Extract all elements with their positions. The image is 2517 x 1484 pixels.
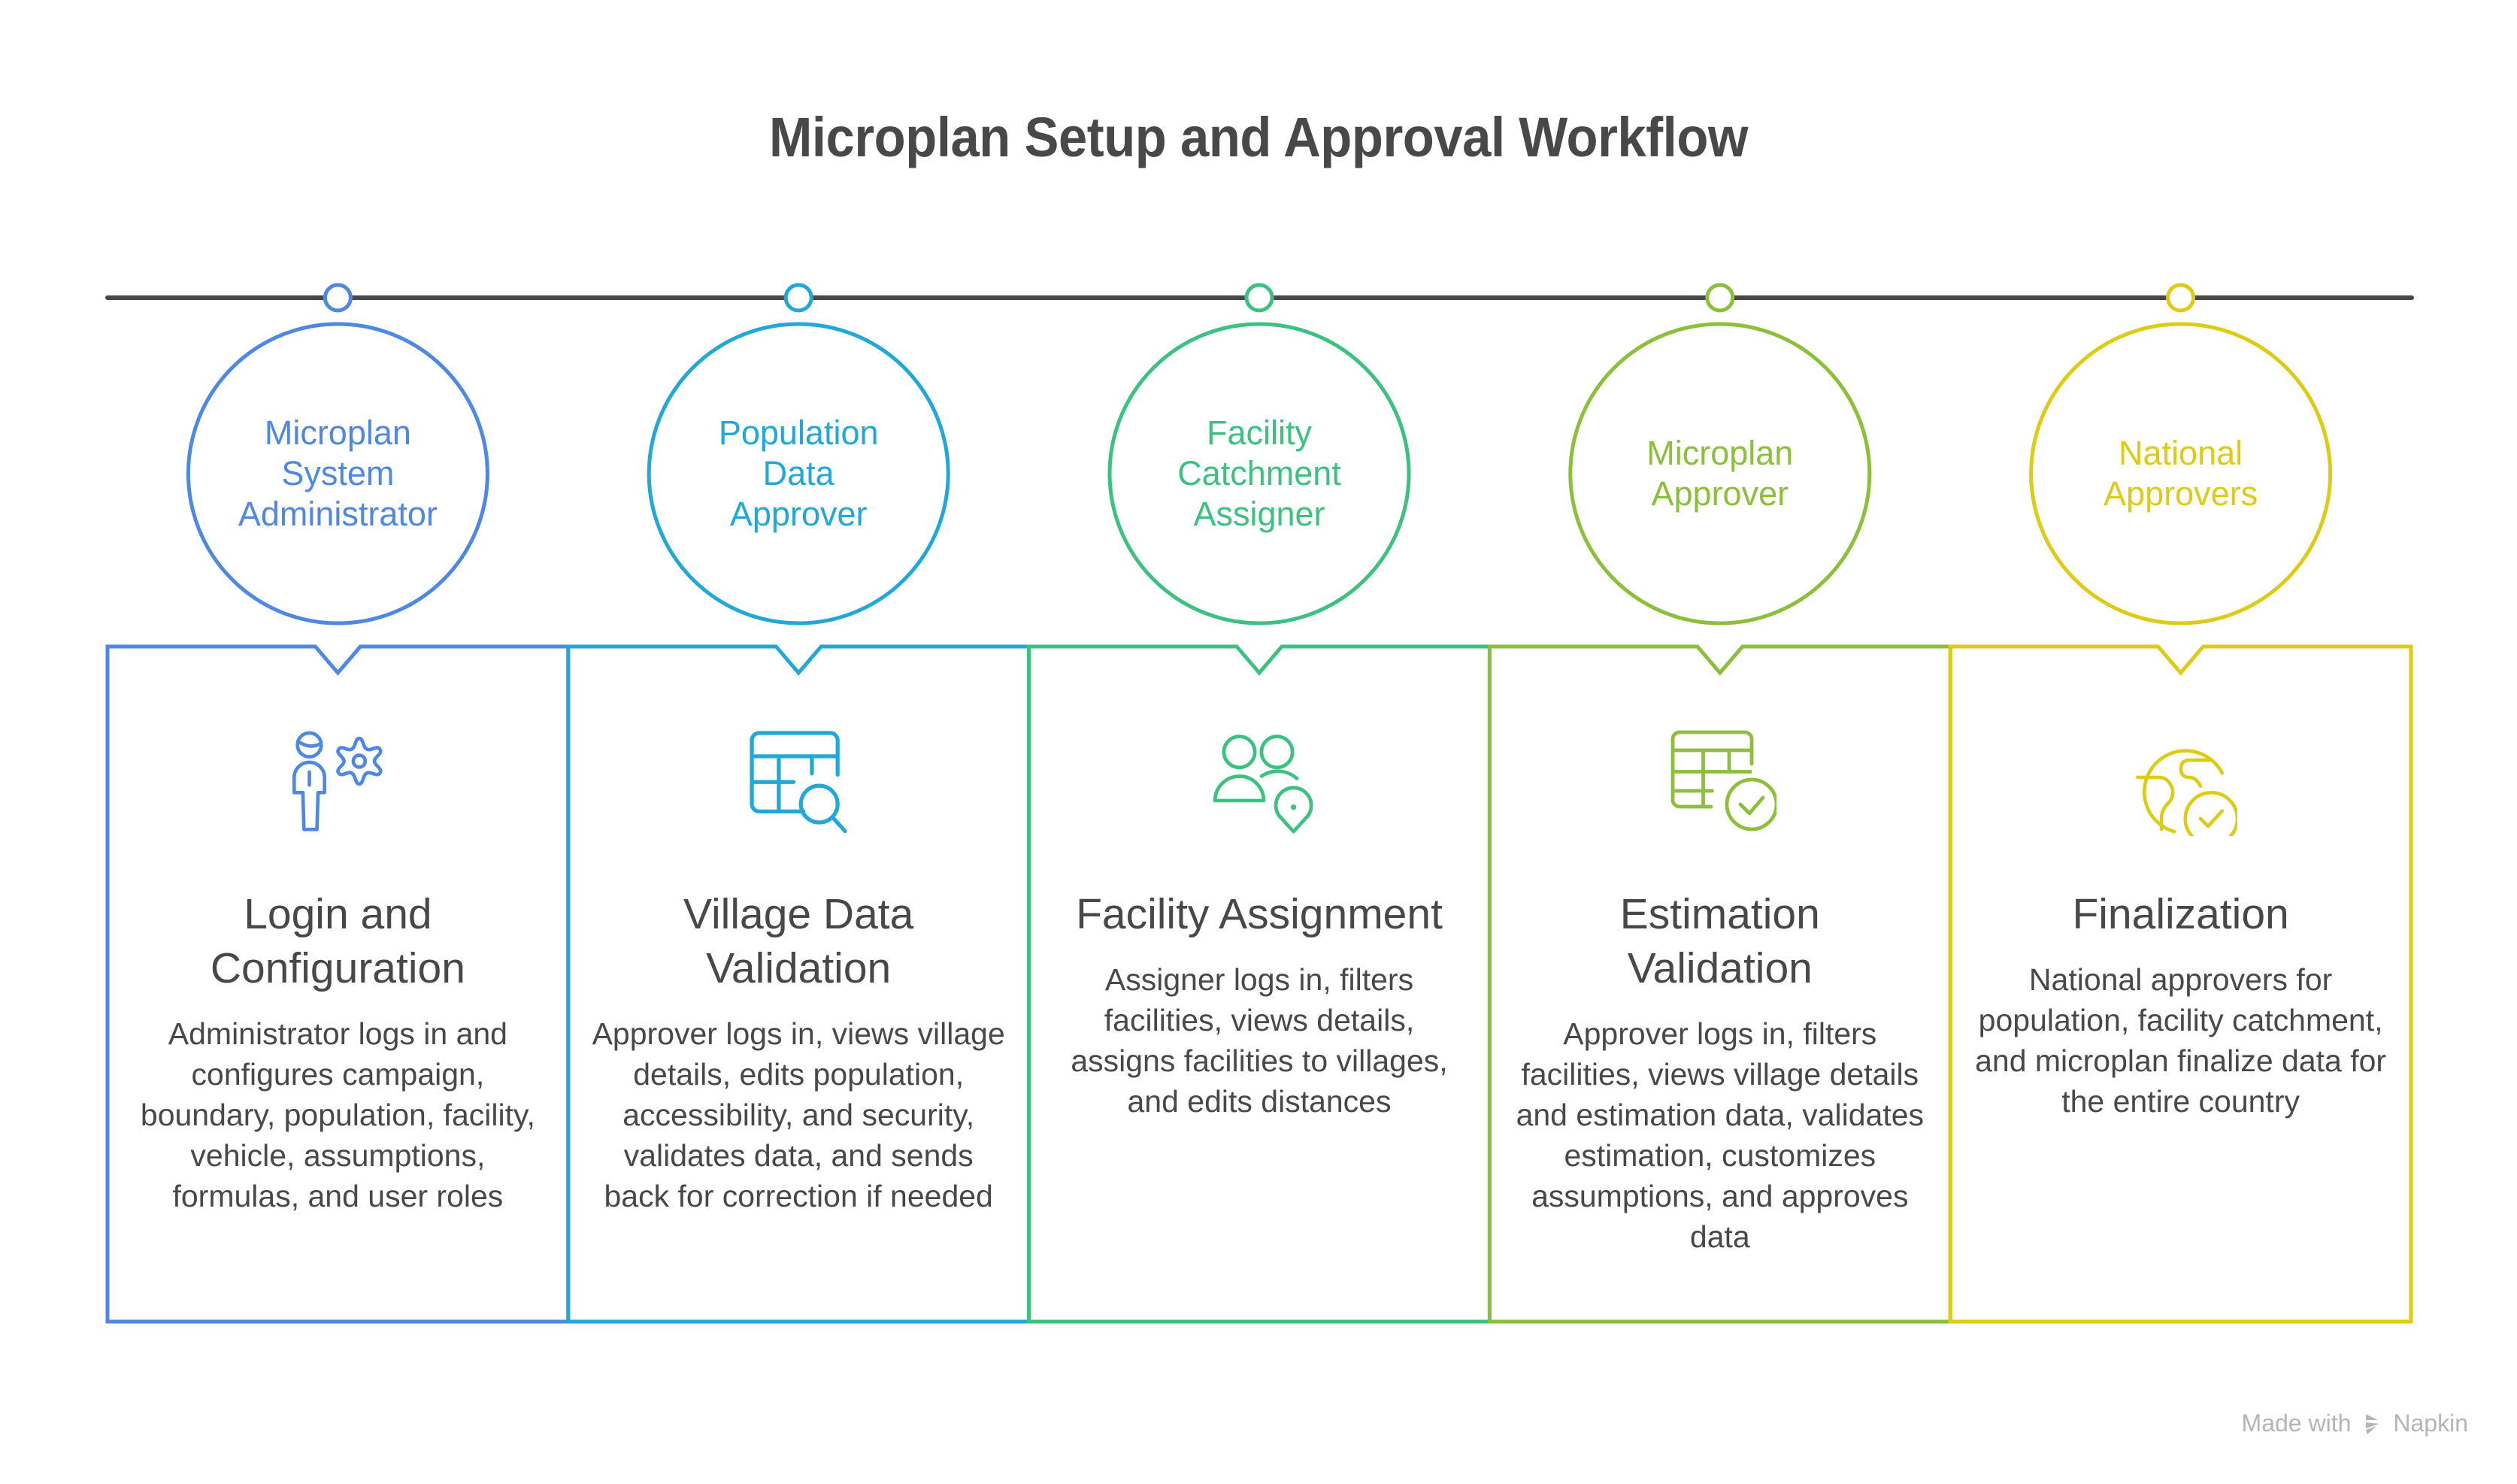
step-description: Assigner logs in, filters facilities, vi… [1071, 962, 1448, 1119]
table-search-icon [750, 731, 847, 834]
timeline-marker [323, 283, 353, 313]
step-heading-line: Estimation [1619, 890, 1820, 938]
timeline-marker [783, 283, 813, 313]
step-heading-line: Login and [244, 890, 432, 938]
admin-gear-icon [292, 731, 383, 831]
diagram-title: Microplan Setup and Approval Workflow [769, 106, 1748, 168]
step-heading-line: Validation [1627, 944, 1813, 992]
role-label-line: Administrator [238, 495, 438, 533]
step-heading: Facility Assignment [1049, 887, 1470, 941]
step-description: Approver logs in, views village details,… [592, 1016, 1005, 1213]
role-circle [186, 322, 489, 625]
step-description: National approvers for population, facil… [1975, 962, 2387, 1119]
role-label-line: Microplan [1646, 434, 1794, 472]
role-label-line: Data [762, 454, 834, 492]
step-heading-line: Validation [706, 944, 892, 992]
timeline-marker [1244, 283, 1274, 313]
globe-check-icon [2135, 749, 2237, 836]
napkin-brand-label: Napkin [2393, 1410, 2468, 1437]
role-label-line: System [281, 454, 395, 492]
table-check-icon [1670, 730, 1776, 831]
role-label-line: Microplan [264, 413, 411, 452]
napkin-logo-icon [2366, 1413, 2380, 1434]
step-description: Administrator logs in and configures cam… [140, 1016, 535, 1213]
timeline-marker [2166, 283, 2196, 313]
role-label-line: Approvers [2104, 474, 2258, 513]
step-heading-line: Configuration [210, 944, 465, 992]
role-circle [647, 322, 950, 625]
role-label-line: Population [718, 413, 879, 452]
users-location-icon [1213, 734, 1313, 834]
step-heading-line: Facility Assignment [1076, 890, 1443, 938]
made-with-napkin-badge[interactable]: Made with Napkin [2242, 1410, 2468, 1437]
step-panel [1948, 644, 2413, 1324]
made-with-label: Made with [2241, 1410, 2352, 1437]
role-circle [1107, 322, 1411, 625]
step-heading-line: Village Data [683, 890, 914, 938]
timeline-marker [1705, 283, 1735, 313]
role-label-line: Approver [1651, 474, 1789, 513]
role-label-line: Catchment [1177, 454, 1341, 492]
role-circle [1568, 322, 1872, 625]
step-heading: Finalization [1970, 887, 2391, 941]
role-label-line: Facility [1206, 413, 1312, 452]
role-label-line: National [2119, 434, 2243, 472]
step-description: Approver logs in, filters facilities, vi… [1516, 1016, 1925, 1254]
step-heading-line: Finalization [2072, 890, 2289, 938]
role-label-line: Assigner [1193, 495, 1325, 533]
role-circle [2029, 322, 2333, 625]
role-label-line: Approver [729, 495, 868, 533]
